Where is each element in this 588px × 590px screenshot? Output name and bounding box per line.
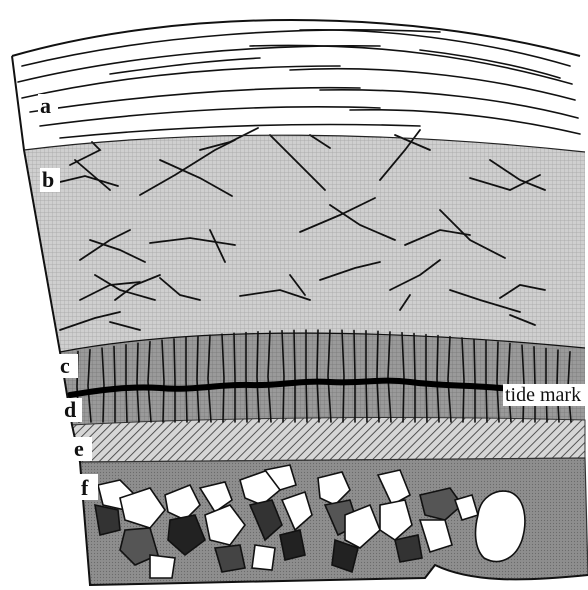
zone-e [72, 418, 585, 462]
label-b: b [42, 167, 54, 192]
zone-a [12, 20, 585, 152]
label-e: e [74, 436, 84, 461]
label-c: c [60, 353, 70, 378]
label-a: a [40, 93, 51, 118]
tide-mark-label: tide mark [505, 384, 581, 406]
label-f: f [81, 475, 89, 500]
label-d: d [64, 397, 76, 422]
